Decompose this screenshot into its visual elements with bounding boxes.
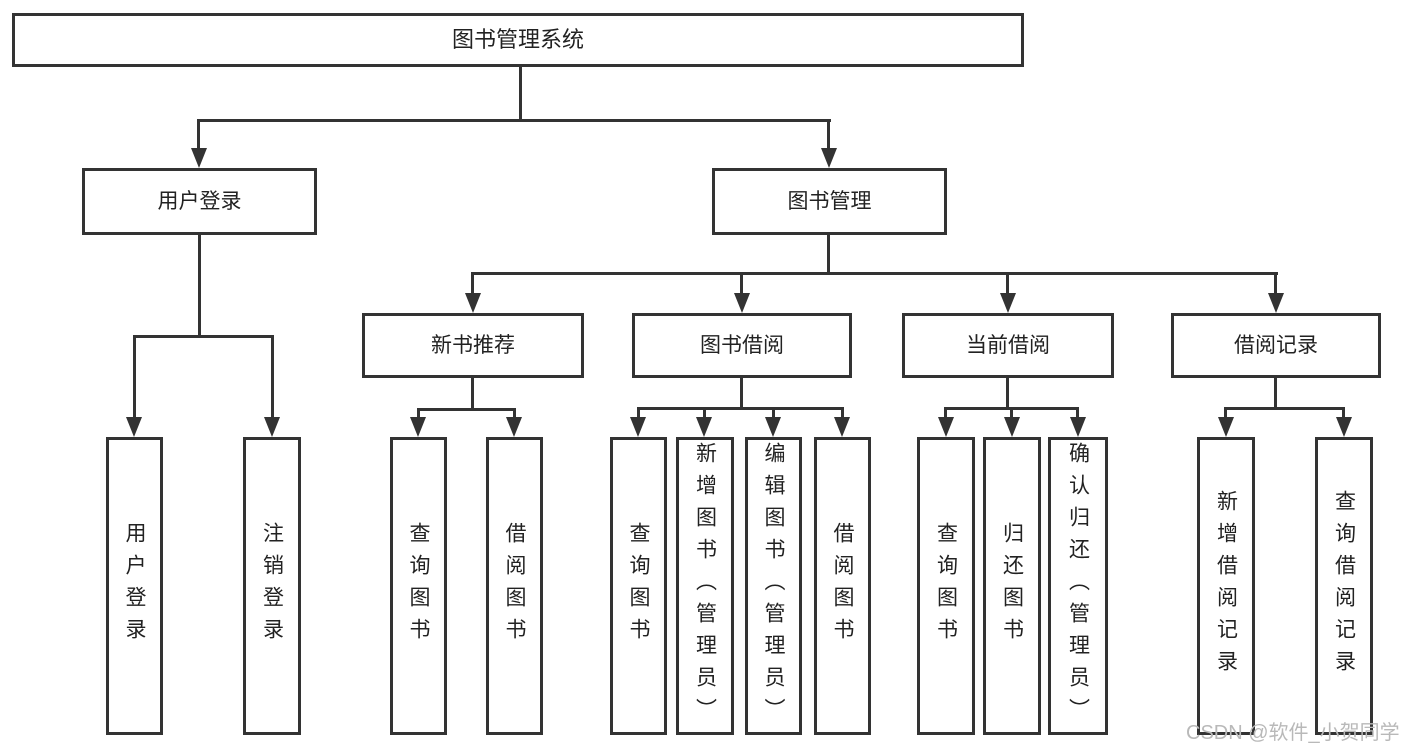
arrow-down-icon bbox=[1336, 417, 1352, 437]
edge-root-bus bbox=[197, 119, 831, 122]
edge-user-login-drop bbox=[197, 119, 200, 152]
leaf-add-borrow-record: 新增借阅记录 bbox=[1197, 437, 1255, 735]
leaf-confirm-return-admin: 确认归还（管理员） bbox=[1048, 437, 1108, 735]
arrow-down-icon bbox=[506, 417, 522, 437]
node-current-borrowing: 当前借阅 bbox=[902, 313, 1114, 378]
node-user-login: 用户登录 bbox=[82, 168, 317, 235]
edge-leaf-drop bbox=[271, 335, 274, 419]
arrow-down-icon bbox=[734, 293, 750, 313]
leaf-edit-books-admin: 编辑图书（管理员） bbox=[745, 437, 802, 735]
arrow-down-icon bbox=[126, 417, 142, 437]
edge-leaf-drop bbox=[1010, 407, 1013, 419]
arrow-down-icon bbox=[1070, 417, 1086, 437]
edge-level3-drop bbox=[1274, 272, 1277, 295]
arrow-down-icon bbox=[821, 148, 837, 168]
edge-leaf-drop bbox=[703, 407, 706, 419]
arrow-down-icon bbox=[938, 417, 954, 437]
edge-user-login-stem bbox=[198, 235, 201, 335]
leaf-query-books-recommend: 查询图书 bbox=[390, 437, 447, 735]
edge-current-stem bbox=[1006, 378, 1009, 407]
arrow-down-icon bbox=[264, 417, 280, 437]
edge-leaf-drop bbox=[1342, 407, 1345, 419]
arrow-down-icon bbox=[696, 417, 712, 437]
node-library-management-system: 图书管理系统 bbox=[12, 13, 1024, 67]
arrow-down-icon bbox=[834, 417, 850, 437]
leaf-borrow-books-recommend: 借阅图书 bbox=[486, 437, 543, 735]
edge-leaf-drop bbox=[772, 407, 775, 419]
arrow-down-icon bbox=[1268, 293, 1284, 313]
edge-leaf-drop bbox=[944, 407, 947, 419]
edge-book-mgmt-stem bbox=[827, 235, 830, 272]
arrow-down-icon bbox=[765, 417, 781, 437]
node-borrowing-records: 借阅记录 bbox=[1171, 313, 1381, 378]
node-new-book-recommend: 新书推荐 bbox=[362, 313, 584, 378]
edge-leaf-drop bbox=[637, 407, 640, 419]
edge-leaf-drop bbox=[1224, 407, 1227, 419]
arrow-down-icon bbox=[1004, 417, 1020, 437]
leaf-query-books-current: 查询图书 bbox=[917, 437, 975, 735]
leaf-add-books-admin: 新增图书（管理员） bbox=[676, 437, 734, 735]
edge-records-bus bbox=[1224, 407, 1345, 410]
leaf-return-books: 归还图书 bbox=[983, 437, 1041, 735]
edge-borrowing-stem bbox=[740, 378, 743, 407]
leaf-query-borrow-record: 查询借阅记录 bbox=[1315, 437, 1373, 735]
edge-level3-drop bbox=[1006, 272, 1009, 295]
edge-level3-drop bbox=[471, 272, 474, 295]
node-book-borrowing: 图书借阅 bbox=[632, 313, 852, 378]
edge-borrowing-bus bbox=[637, 407, 844, 410]
edge-records-stem bbox=[1274, 378, 1277, 407]
edge-recommend-bus bbox=[417, 408, 516, 411]
edge-leaf-drop bbox=[513, 408, 516, 419]
edge-book-mgmt-bus bbox=[471, 272, 1278, 275]
edge-root-stem bbox=[519, 67, 522, 119]
csdn-watermark: CSDN @软件_小贺同学 bbox=[1186, 722, 1400, 744]
arrow-down-icon bbox=[630, 417, 646, 437]
arrow-down-icon bbox=[1218, 417, 1234, 437]
edge-recommend-stem bbox=[471, 378, 474, 408]
edge-level3-drop bbox=[740, 272, 743, 295]
leaf-borrow-books: 借阅图书 bbox=[814, 437, 871, 735]
node-book-management: 图书管理 bbox=[712, 168, 947, 235]
edge-leaf-drop bbox=[1076, 407, 1079, 419]
edge-leaf-drop bbox=[417, 408, 420, 419]
arrow-down-icon bbox=[465, 293, 481, 313]
edge-book-mgmt-drop bbox=[827, 119, 830, 152]
edge-user-login-bus bbox=[133, 335, 274, 338]
arrow-down-icon bbox=[1000, 293, 1016, 313]
edge-leaf-drop bbox=[133, 335, 136, 419]
leaf-query-books-borrowing: 查询图书 bbox=[610, 437, 667, 735]
leaf-logout: 注销登录 bbox=[243, 437, 301, 735]
arrow-down-icon bbox=[410, 417, 426, 437]
edge-leaf-drop bbox=[841, 407, 844, 419]
leaf-user-login: 用户登录 bbox=[106, 437, 163, 735]
arrow-down-icon bbox=[191, 148, 207, 168]
